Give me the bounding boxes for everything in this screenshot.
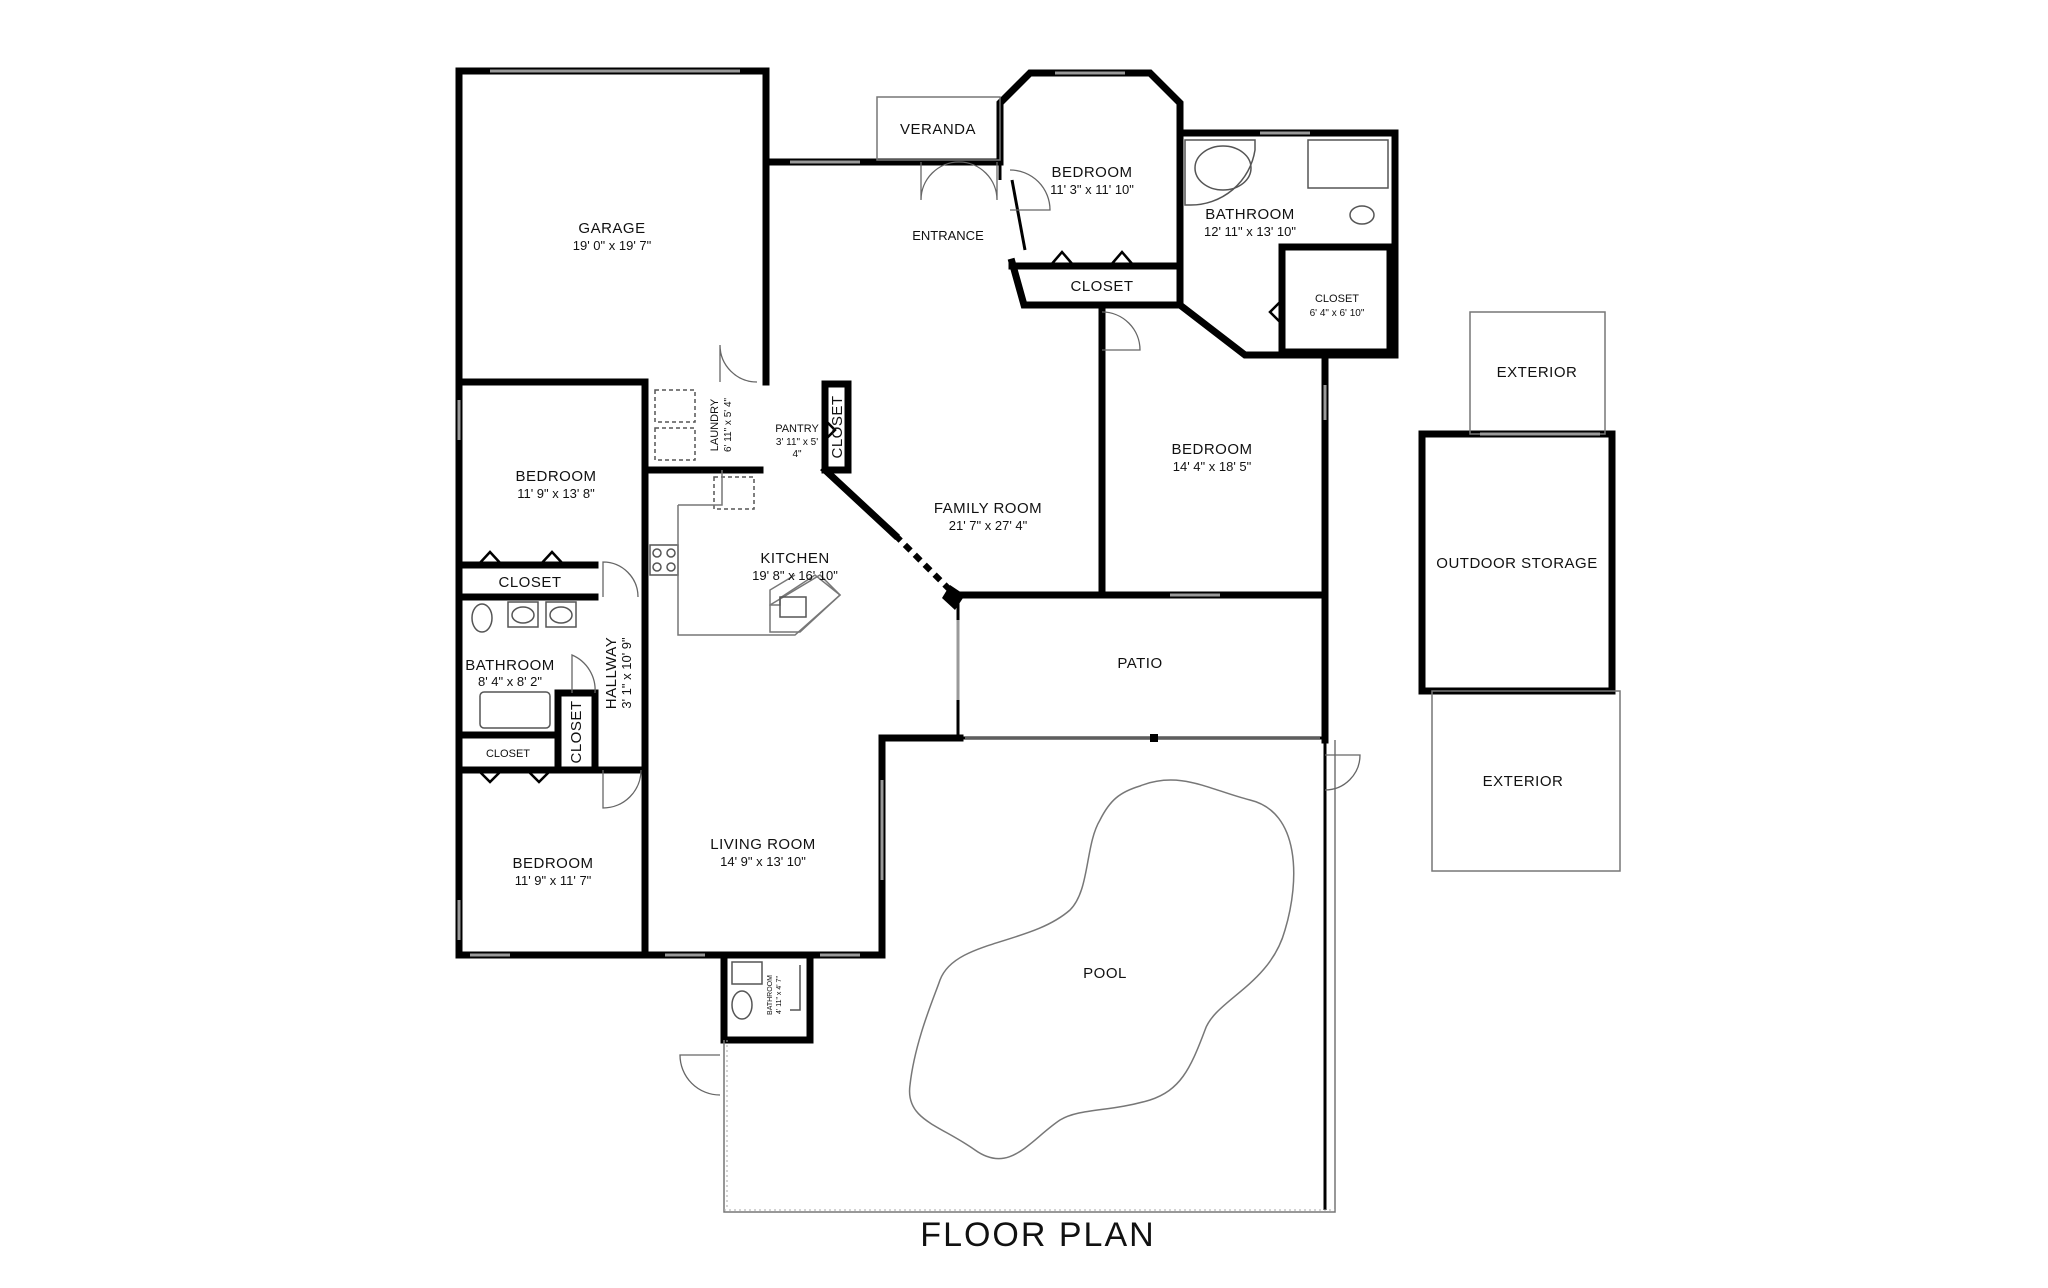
pantry-dim: 3' 11" x 5' [776, 437, 818, 448]
veranda-label: VERANDA [900, 121, 976, 138]
bathroom-small-dim: 4' 11" x 4' 7" [776, 976, 783, 1014]
laundry-label: LAUNDRY [709, 398, 721, 451]
exterior-top-label: EXTERIOR [1497, 364, 1578, 381]
open-diagonal [892, 532, 953, 593]
closet-small-label: CLOSET [486, 748, 530, 760]
closet-markers [477, 250, 1283, 784]
kitchen-label: KITCHEN [760, 550, 829, 567]
bedroom-top-dim: 11' 3" x 11' 10" [1050, 182, 1134, 197]
bedroom-left-bottom-dim: 11' 9" x 11' 7" [515, 873, 592, 888]
family-room-label: FAMILY ROOM [934, 500, 1042, 517]
pantry-label: PANTRY [775, 423, 819, 435]
bathroom-master-dim: 12' 11" x 13' 10" [1204, 224, 1296, 239]
outdoor-storage-label: OUTDOOR STORAGE [1436, 555, 1597, 572]
interior-thin-walls [956, 162, 1327, 1210]
living-room-label: LIVING ROOM [710, 836, 816, 853]
veranda-box [876, 96, 1001, 161]
family-room-dim: 21' 7" x 27' 4" [949, 518, 1028, 533]
bedroom-right-dim: 14' 4" x 18' 5" [1173, 459, 1252, 474]
garage-dim: 19' 0" x 19' 7" [573, 238, 652, 253]
closet-hall-label: CLOSET [568, 700, 585, 763]
closet-master-label: CLOSET [1315, 293, 1359, 305]
bedroom-left-top-dim: 11' 9" x 13' 8" [517, 486, 595, 501]
room-labels: GARAGE 19' 0" x 19' 7" VERANDA ENTRANCE … [465, 121, 1597, 1015]
plan-title: FLOOR PLAN [920, 1216, 1155, 1254]
bedroom-left-bottom-label: BEDROOM [512, 855, 593, 872]
bathroom-small-label: BATHROOM [767, 975, 774, 1015]
pool-label: POOL [1083, 965, 1127, 982]
closet-top-label: CLOSET [1070, 278, 1133, 295]
bedroom-right-label: BEDROOM [1171, 441, 1252, 458]
entrance-label: ENTRANCE [912, 228, 984, 243]
pantry-dim-2: 4" [792, 449, 802, 460]
doors [571, 161, 1361, 1096]
hallway-dim: 3' 1" x 10' 9" [619, 637, 634, 709]
closet-left-label: CLOSET [498, 574, 561, 591]
bedroom-left-top-label: BEDROOM [515, 468, 596, 485]
laundry-dim: 6' 11" x 5' 4" [723, 398, 734, 453]
closet-pantry-label: CLOSET [829, 395, 846, 458]
bathroom-master-label: BATHROOM [1205, 206, 1295, 223]
closet-master-dim: 6' 4" x 6' 10" [1310, 308, 1365, 319]
exterior-bottom-label: EXTERIOR [1483, 773, 1564, 790]
kitchen-dim: 19' 8" x 16' 10" [752, 568, 838, 583]
pool-deck-outline [723, 740, 1336, 1213]
exterior-bottom-box [1431, 690, 1621, 872]
bedroom-top-label: BEDROOM [1051, 164, 1132, 181]
bathroom-left-label: BATHROOM [465, 657, 555, 674]
windows [457, 69, 1600, 957]
fixtures [471, 139, 1389, 1020]
patio-label: PATIO [1117, 655, 1162, 672]
pool-shape [908, 779, 1295, 1160]
bathroom-left-dim: 8' 4" x 8' 2" [478, 674, 542, 689]
living-room-dim: 14' 9" x 13' 10" [720, 854, 806, 869]
hallway-label: HALLWAY [603, 637, 620, 709]
garage-label: GARAGE [578, 220, 645, 237]
